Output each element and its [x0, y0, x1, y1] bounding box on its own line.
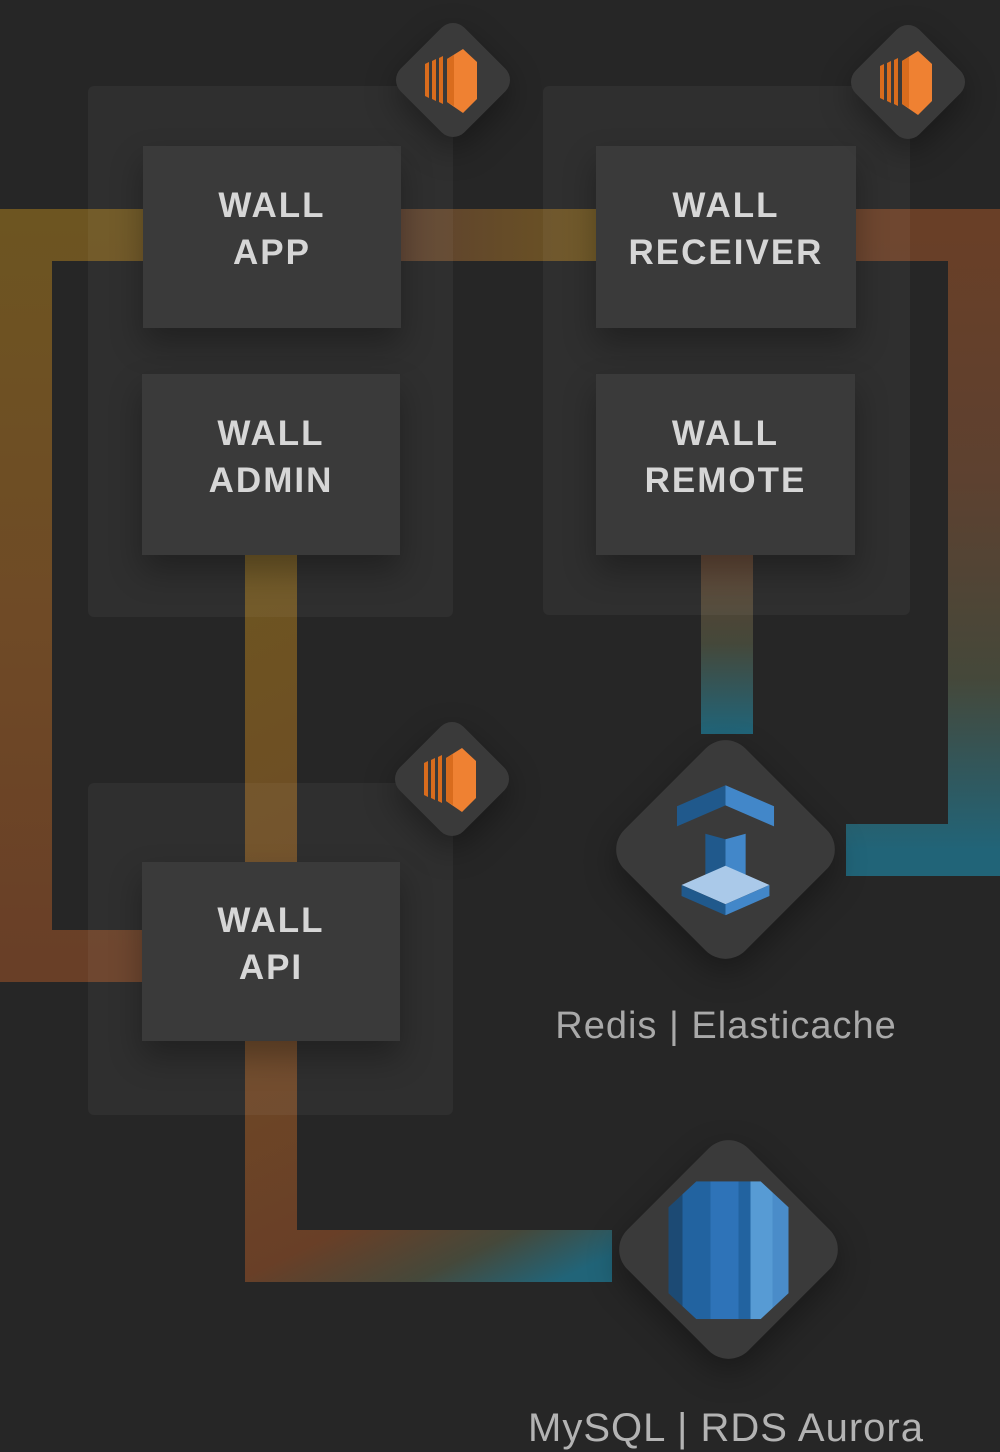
node-label-line: WALL [217, 900, 325, 940]
diamond-badge [604, 728, 847, 971]
ec2-icon [880, 51, 932, 115]
node-label-line: WALL [218, 186, 326, 225]
rds-caption: MySQL | RDS Aurora [528, 1406, 924, 1450]
node-wall-receiver: WALL RECEIVER [596, 146, 856, 328]
diamond-badge [389, 16, 517, 144]
connector-admin-api-to-rds [245, 555, 612, 1282]
rds-icon [668, 1180, 789, 1319]
node-wall-admin-label: WALL ADMIN [209, 410, 334, 504]
diamond-badge [388, 715, 516, 843]
diamond-badge [607, 1128, 850, 1371]
node-wall-receiver-label: WALL RECEIVER [629, 182, 824, 276]
node-label-line: APP [233, 233, 311, 272]
node-label-line: API [238, 947, 304, 987]
ec2-diamond-wall-api [388, 715, 516, 843]
elasticache-diamond [604, 728, 847, 971]
node-label-line: WALL [672, 186, 780, 225]
elasticache-caption: Redis | Elasticache [555, 1005, 897, 1047]
node-wall-app-label: WALL APP [218, 182, 325, 276]
ec2-diamond-wall-receiver [844, 18, 972, 146]
node-wall-admin: WALL ADMIN [142, 374, 400, 555]
connector-receiver-to-elasticache [846, 209, 1000, 876]
node-wall-app: WALL APP [143, 146, 401, 328]
node-wall-api-label: WALL API [217, 897, 324, 991]
elasticache-icon [676, 784, 775, 915]
node-wall-remote-label: WALL REMOTE [645, 410, 807, 504]
connector-app-to-api [0, 209, 143, 982]
node-label-line: ADMIN [208, 460, 334, 500]
ec2-icon [424, 748, 476, 812]
diamond-badge [844, 18, 972, 146]
node-label-line: WALL [671, 413, 780, 453]
ec2-icon [425, 49, 477, 113]
node-label-line: RECEIVER [628, 233, 824, 272]
node-label-line: REMOTE [644, 460, 807, 500]
node-wall-remote: WALL REMOTE [596, 374, 855, 555]
rds-diamond [607, 1128, 850, 1371]
node-label-line: WALL [217, 413, 325, 453]
ec2-diamond-wall-app [389, 16, 517, 144]
node-wall-api: WALL API [142, 862, 400, 1041]
